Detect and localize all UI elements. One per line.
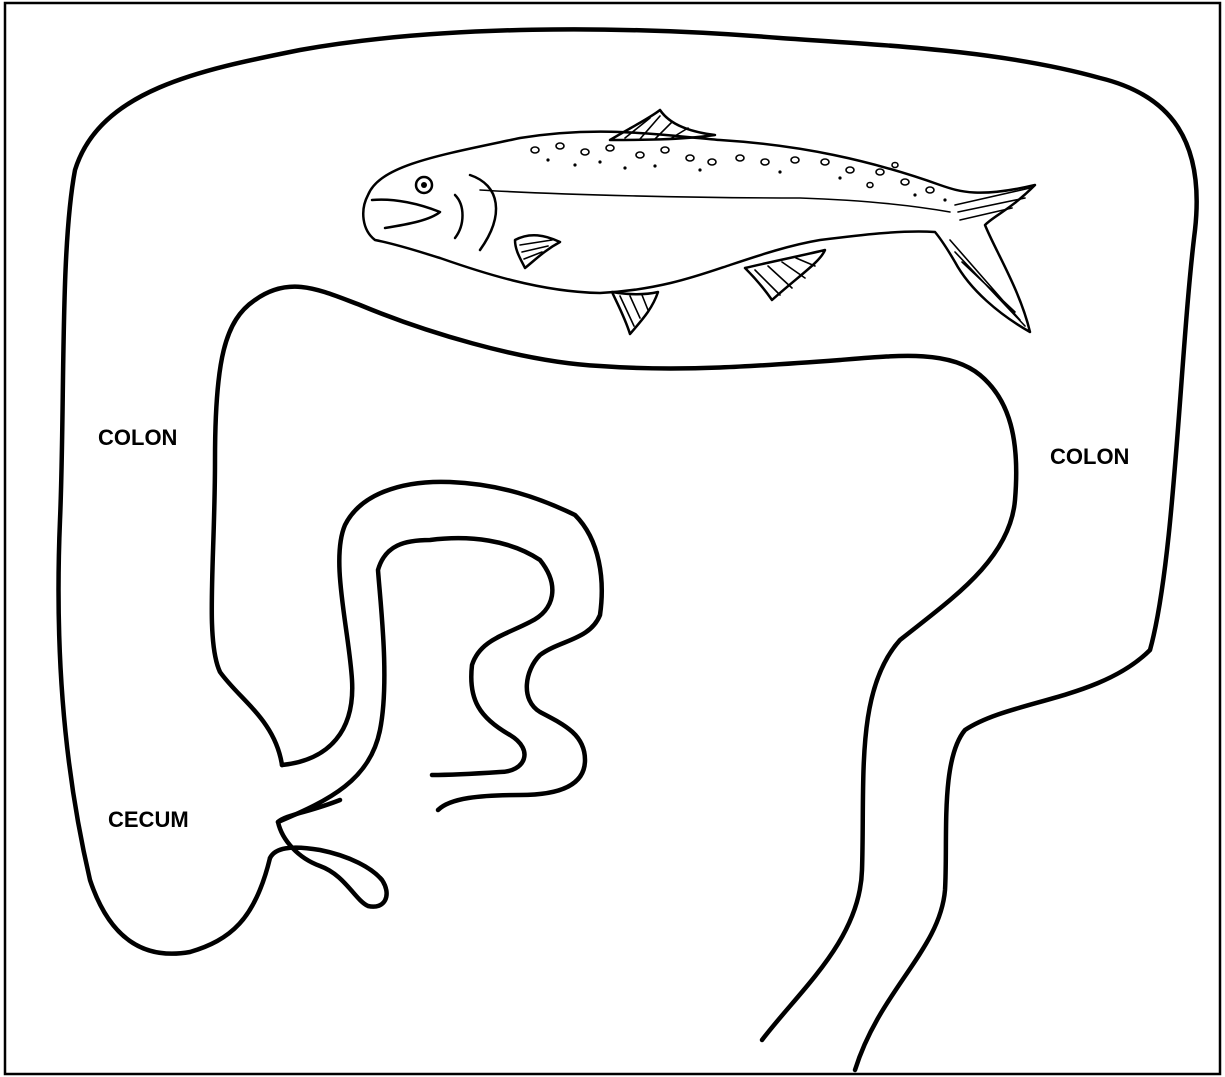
fish-lateral-line <box>480 190 950 212</box>
colon-outer-wall <box>59 29 1197 1070</box>
diagram-frame <box>5 3 1220 1074</box>
small-intestine-outer <box>282 482 602 810</box>
small-intestine-inner <box>278 538 552 822</box>
fish-gill-inner <box>455 195 463 238</box>
label-cecum: CECUM <box>108 807 189 832</box>
label-colon-right: COLON <box>1050 444 1129 469</box>
fish-gill <box>470 175 496 250</box>
fish-body <box>363 132 1035 332</box>
fish-pupil <box>421 182 427 188</box>
fish-pelvic-fin <box>612 292 658 334</box>
label-colon-left: COLON <box>98 425 177 450</box>
fish-mouth <box>372 200 440 228</box>
fish-icon <box>363 110 1035 334</box>
fish-anal-fin <box>745 250 825 300</box>
fish-spots <box>531 143 947 202</box>
colon-inner-wall <box>212 287 1016 1040</box>
